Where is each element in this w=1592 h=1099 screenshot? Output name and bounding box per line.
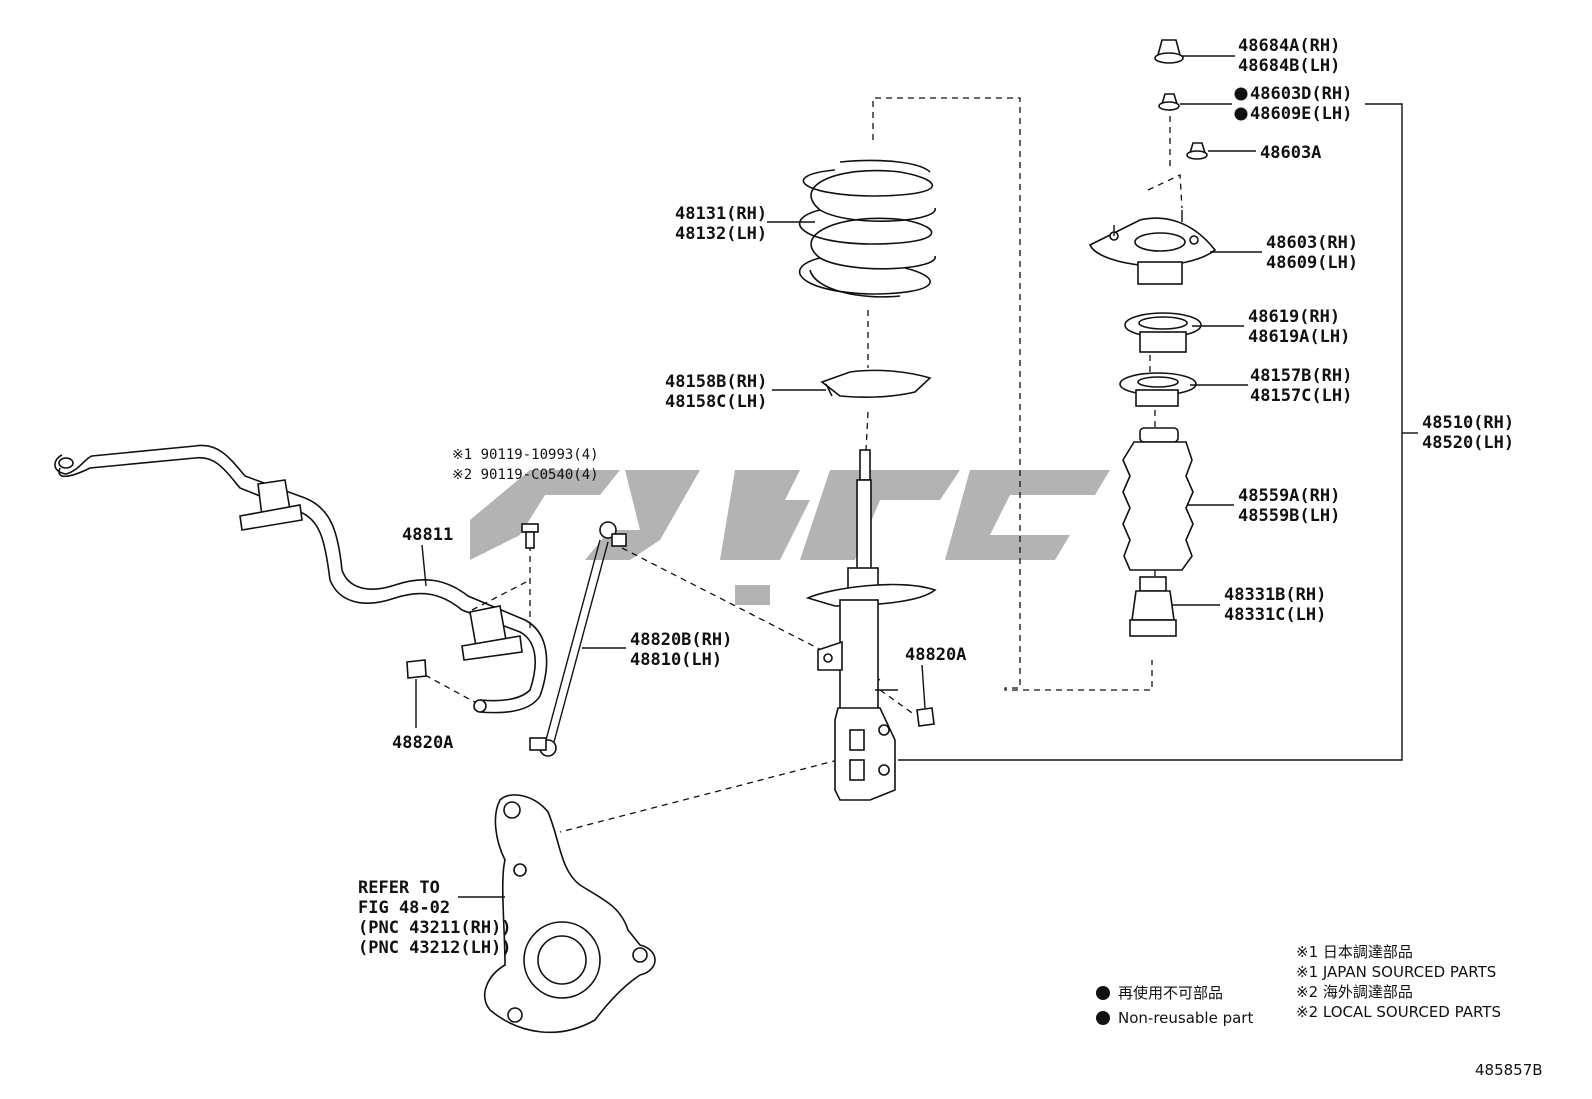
label-48603: 48603(RH) 48609(LH)	[1266, 233, 1358, 273]
label-48131: 48131(RH) 48132(LH)	[675, 204, 767, 244]
label-48820b: 48820B(RH) 48810(LH)	[630, 630, 732, 670]
svg-text:(PNC 43211(RH)): (PNC 43211(RH))	[358, 918, 512, 938]
svg-text:※2 海外調達部品: ※2 海外調達部品	[1296, 983, 1413, 1001]
steering-knuckle	[484, 794, 656, 1034]
svg-text:Non-reusable part: Non-reusable part	[1118, 1009, 1253, 1027]
label-48510: 48510(RH) 48520(LH)	[1422, 413, 1514, 453]
label-48158: 48158B(RH) 48158C(LH)	[665, 372, 767, 412]
svg-text:48157B(RH): 48157B(RH)	[1250, 366, 1352, 386]
bump-stopper	[1129, 576, 1177, 637]
non-reusable-dot	[1234, 87, 1248, 101]
svg-text:48684B(LH): 48684B(LH)	[1238, 56, 1340, 76]
svg-text:REFER TO: REFER TO	[358, 878, 440, 898]
non-reusable-dot	[1096, 1011, 1110, 1025]
svg-text:48331C(LH): 48331C(LH)	[1224, 605, 1326, 625]
label-48820a-left: 48820A	[392, 733, 453, 753]
upper-spring-seat	[1119, 372, 1197, 407]
label-48619: 48619(RH) 48619A(LH)	[1248, 307, 1350, 347]
svg-text:48510(RH): 48510(RH)	[1422, 413, 1514, 433]
coil-spring	[798, 159, 936, 298]
label-90119: ※1 90119-10993(4) ※2 90119-C0540(4)	[452, 447, 599, 483]
non-reusable-dot	[1234, 107, 1248, 121]
flange-nut	[1186, 142, 1208, 160]
top-nut	[1154, 39, 1184, 64]
non-reusable-dot	[1096, 986, 1110, 1000]
legend-non-reusable: 再使用不可部品 Non-reusable part	[1096, 984, 1253, 1027]
svg-text:48619(RH): 48619(RH)	[1248, 307, 1340, 327]
svg-text:再使用不可部品: 再使用不可部品	[1118, 984, 1223, 1002]
svg-text:48158C(LH): 48158C(LH)	[665, 392, 767, 412]
svg-text:FIG 48-02: FIG 48-02	[358, 898, 450, 918]
svg-text:※1 JAPAN SOURCED PARTS: ※1 JAPAN SOURCED PARTS	[1296, 963, 1496, 981]
upper-mount	[1088, 210, 1217, 285]
label-48603d: 48603D(RH) 48609E(LH)	[1234, 84, 1352, 124]
svg-text:48603(RH): 48603(RH)	[1266, 233, 1358, 253]
label-48603a: 48603A	[1260, 143, 1321, 163]
label-48559: 48559A(RH) 48559B(LH)	[1238, 486, 1340, 526]
svg-text:48520(LH): 48520(LH)	[1422, 433, 1514, 453]
stabilizer-link	[529, 521, 627, 757]
svg-text:48820B(RH): 48820B(RH)	[630, 630, 732, 650]
stabilizer-nut-right	[916, 707, 935, 727]
stabilizer-nut-left	[406, 659, 427, 679]
dust-boot	[1122, 427, 1194, 571]
label-48157: 48157B(RH) 48157C(LH)	[1250, 366, 1352, 406]
svg-text:※2 LOCAL SOURCED PARTS: ※2 LOCAL SOURCED PARTS	[1296, 1003, 1501, 1021]
svg-text:48810(LH): 48810(LH)	[630, 650, 722, 670]
svg-text:48684A(RH): 48684A(RH)	[1238, 36, 1340, 56]
svg-text:48158B(RH): 48158B(RH)	[665, 372, 767, 392]
spring-assembly-frame	[872, 97, 1153, 691]
svg-text:(PNC 43212(LH)): (PNC 43212(LH))	[358, 938, 512, 958]
stabilizer-bar	[54, 444, 548, 714]
label-48811: 48811	[402, 525, 453, 545]
svg-text:48131(RH): 48131(RH)	[675, 204, 767, 224]
svg-text:※2 90119-C0540(4): ※2 90119-C0540(4)	[452, 467, 599, 483]
svg-text:48559A(RH): 48559A(RH)	[1238, 486, 1340, 506]
mount-nut	[1158, 93, 1180, 111]
svg-text:48609(LH): 48609(LH)	[1266, 253, 1358, 273]
svg-text:48609E(LH): 48609E(LH)	[1250, 104, 1352, 124]
figure-number: 485857B	[1475, 1061, 1543, 1079]
svg-text:48619A(LH): 48619A(LH)	[1248, 327, 1350, 347]
svg-text:48132(LH): 48132(LH)	[675, 224, 767, 244]
bracket-bolt	[521, 523, 539, 549]
svg-text:48157C(LH): 48157C(LH)	[1250, 386, 1352, 406]
svg-text:48559B(LH): 48559B(LH)	[1238, 506, 1340, 526]
svg-text:※1 日本調達部品: ※1 日本調達部品	[1296, 943, 1413, 961]
svg-text:※1 90119-10993(4): ※1 90119-10993(4)	[452, 447, 599, 463]
svg-text:48603D(RH): 48603D(RH)	[1250, 84, 1352, 104]
label-48331: 48331B(RH) 48331C(LH)	[1224, 585, 1326, 625]
watermark-logo	[470, 470, 1110, 605]
mount-bearing	[1124, 312, 1202, 353]
label-48684: 48684A(RH) 48684B(LH)	[1238, 36, 1340, 76]
label-refer-knuckle: REFER TO FIG 48-02 (PNC 43211(RH)) (PNC …	[358, 878, 512, 958]
label-48820a-right: 48820A	[905, 645, 966, 665]
spring-insulator	[820, 369, 932, 398]
shock-absorber	[805, 449, 937, 801]
legend-notes: ※1 日本調達部品 ※1 JAPAN SOURCED PARTS ※2 海外調達…	[1296, 943, 1501, 1021]
svg-text:48331B(RH): 48331B(RH)	[1224, 585, 1326, 605]
